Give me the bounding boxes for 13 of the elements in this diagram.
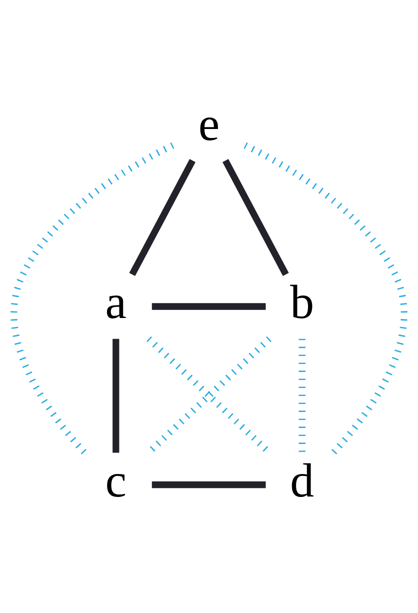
node-text: b <box>290 276 314 330</box>
connector <box>244 142 408 455</box>
connector <box>10 142 174 455</box>
connector <box>129 159 196 276</box>
node-text: c <box>105 454 127 508</box>
connector <box>152 303 266 310</box>
connector <box>222 159 289 276</box>
connector <box>298 338 306 453</box>
connector <box>112 338 120 453</box>
node-text: a <box>105 276 127 330</box>
connector <box>152 481 266 488</box>
node-text: e <box>198 98 220 151</box>
node-text: d <box>290 454 314 508</box>
